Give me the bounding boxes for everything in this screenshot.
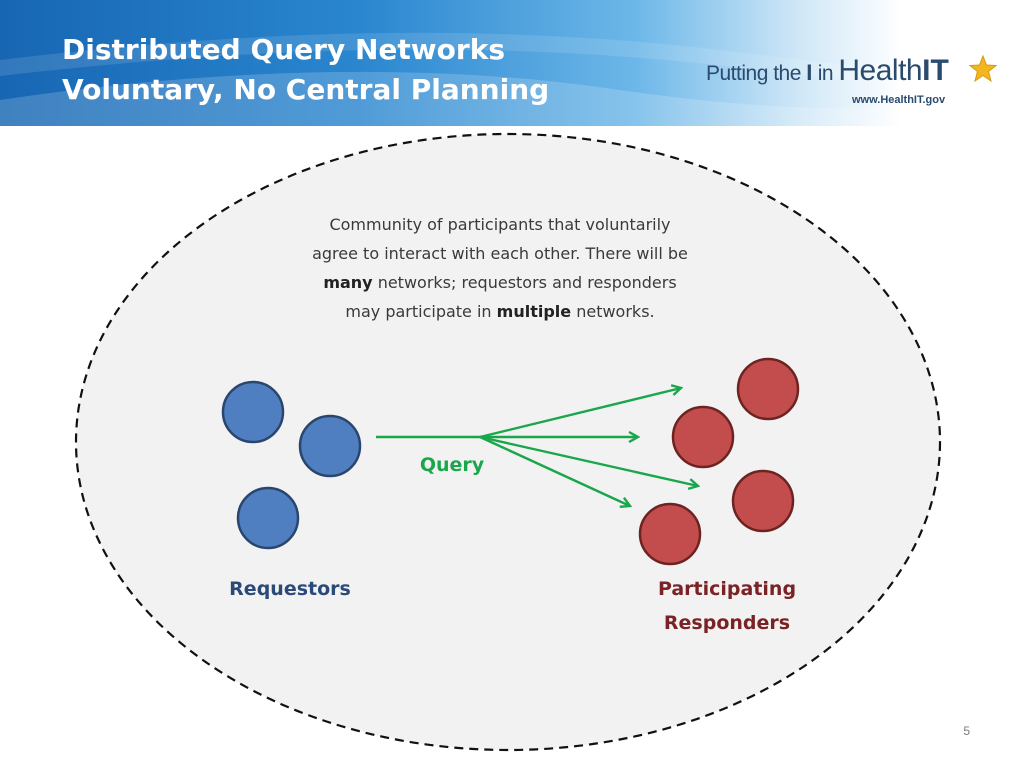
description-line-3: many networks; requestors and responders <box>270 268 730 297</box>
logo-url: www.HealthIT.gov <box>852 94 946 106</box>
query-arrow <box>479 388 681 439</box>
description-line-3-rest: networks; requestors and responders <box>372 273 677 292</box>
network-diagram <box>74 132 942 752</box>
requestors-label: Requestors <box>229 578 351 600</box>
responder-node <box>731 469 795 533</box>
healthit-logo[interactable]: Putting the I in HealthIT www.HealthIT.g… <box>706 54 1006 114</box>
description-line-4-start: may participate in <box>345 302 497 321</box>
title-line-2: Voluntary, No Central Planning <box>62 73 550 106</box>
description-line-4: may participate in multiple networks. <box>270 297 730 326</box>
responder-node <box>671 405 735 469</box>
title-line-1: Distributed Query Networks <box>62 33 505 66</box>
community-boundary-ellipse <box>74 132 942 752</box>
requestor-node <box>221 380 285 444</box>
responders-label: Participating Responders <box>622 572 832 640</box>
responder-node <box>638 502 702 566</box>
query-arrow <box>479 435 630 506</box>
logo-health: Health <box>838 54 923 87</box>
header-wave-decoration <box>0 32 1024 126</box>
emphasis-multiple: multiple <box>496 302 572 321</box>
query-label: Query <box>419 454 485 476</box>
emphasis-many: many <box>323 273 373 292</box>
responder-node <box>736 357 800 421</box>
star-icon <box>968 54 998 83</box>
logo-prefix: Putting the <box>706 62 807 85</box>
header-banner: Distributed Query Networks Voluntary, No… <box>0 0 1024 126</box>
query-arrow <box>479 435 698 486</box>
requestor-node <box>298 414 362 478</box>
description-line-2: agree to interact with each other. There… <box>312 244 688 263</box>
description-line-1: Community of participants that voluntari… <box>329 215 671 234</box>
responders-label-line-1: Participating <box>657 578 797 600</box>
logo-mid: in <box>812 62 839 85</box>
logo-wordmark: Putting the I in HealthIT <box>706 54 949 88</box>
description-line-4-end: networks. <box>571 302 655 321</box>
requestor-node <box>236 486 300 550</box>
responders-label-line-2: Responders <box>663 612 791 634</box>
logo-emph: I <box>806 60 813 85</box>
page-number: 5 <box>963 724 970 738</box>
community-description: Community of participants that voluntari… <box>270 210 730 326</box>
slide-title: Distributed Query Networks Voluntary, No… <box>62 30 549 110</box>
logo-it: IT <box>922 54 949 87</box>
